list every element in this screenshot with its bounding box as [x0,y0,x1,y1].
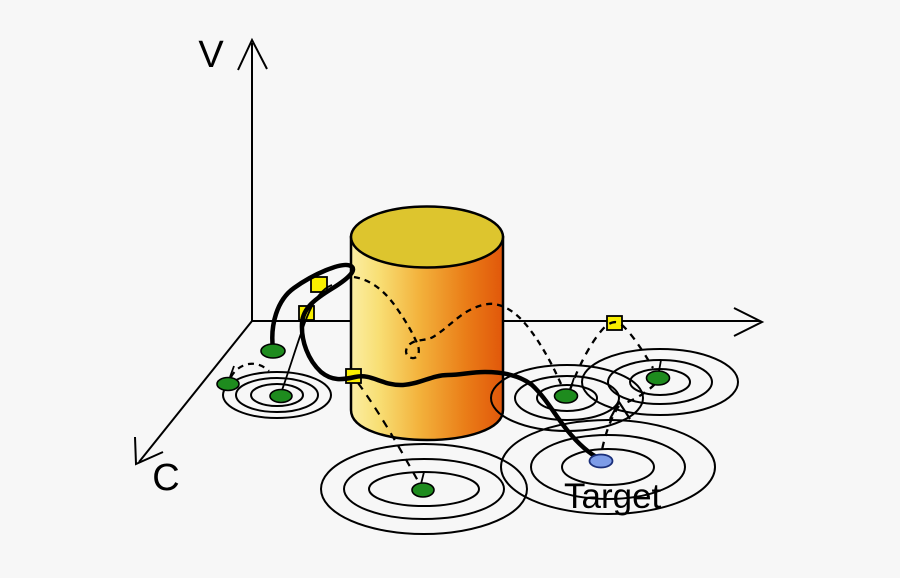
green-point-ring-right [645,370,671,386]
ring-set-left [222,371,332,419]
green-point-upper-left [260,343,286,359]
green-point-far-left [216,376,240,392]
dashed-arc-pigtail [353,275,563,385]
cylinder [349,205,505,442]
target-label: Target [564,477,662,516]
green-point-ring-mid-right [553,388,579,404]
thick-path-curve [270,262,603,462]
h-axis-arrowhead-icon [733,307,765,337]
green-point-markers [216,343,671,498]
c-axis-label: C [152,457,179,499]
dashed-arc-small-left [230,362,270,378]
thin-mapping-line [280,284,333,394]
c-axis-line [138,320,253,463]
cylinder-top-face [349,205,505,269]
cylinder-body [349,235,505,442]
ring-set-target [500,419,716,515]
dashed-trajectory [230,275,656,482]
c-axis-arrowhead-icon [134,436,164,466]
target-point-marker [588,453,614,469]
marker-stems [229,359,662,485]
axes [134,37,765,466]
green-point-ring-center [411,482,435,498]
dashed-arc-bounce [568,320,654,391]
trajectory-arrowhead-icon [609,399,631,420]
v-axis-label: V [198,34,224,76]
square-marker-1 [310,276,328,293]
green-point-ring-left [269,388,293,404]
v-axis-arrowhead-icon [237,37,268,71]
dashed-arc-to-target [600,383,656,451]
